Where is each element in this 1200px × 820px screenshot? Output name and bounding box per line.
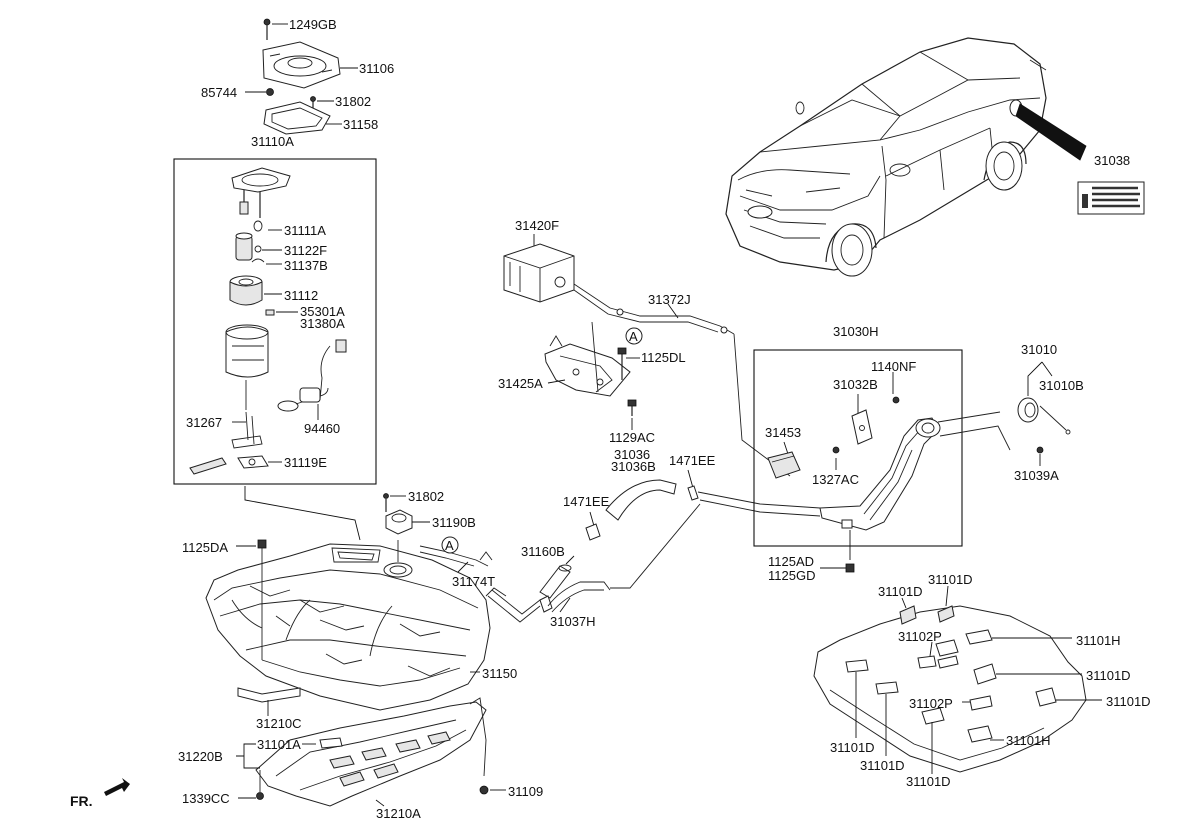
reference-a-circle-top xyxy=(625,327,643,345)
filler-neck-parts xyxy=(767,396,1011,531)
label-31109: 31109 xyxy=(508,784,543,799)
label-31101D-d: 31101D xyxy=(1106,694,1151,709)
fuel-label-sticker xyxy=(1077,181,1145,215)
label-31010: 31010 xyxy=(1021,342,1057,357)
label-1339CC: 1339CC xyxy=(182,791,230,806)
label-31112: 31112 xyxy=(284,288,318,303)
label-31038: 31038 xyxy=(1094,153,1130,168)
label-31102P-b: 31102P xyxy=(909,696,953,711)
front-arrow-icon xyxy=(104,778,130,796)
label-31101D-b: 31101D xyxy=(928,572,973,587)
label-31036: 31036 xyxy=(614,447,650,462)
label-1125AD: 1125AD xyxy=(768,554,814,569)
label-31101D-f: 31101D xyxy=(860,758,905,773)
label-31122F: 31122F xyxy=(284,243,327,258)
label-31111A: 31111A xyxy=(284,223,326,238)
label-1129AC: 1129AC xyxy=(609,430,655,445)
label-31210A: 31210A xyxy=(376,806,421,820)
label-31137B: 31137B xyxy=(284,258,328,273)
car-illustration xyxy=(725,37,1087,277)
label-31119E: 31119E xyxy=(284,455,327,470)
label-31010B: 31010B xyxy=(1039,378,1084,393)
label-31101H-a: 31101H xyxy=(1076,633,1121,648)
label-1249GB: 1249GB xyxy=(289,17,337,32)
label-31032B: 31032B xyxy=(833,377,878,392)
label-31420F: 31420F xyxy=(515,218,559,233)
label-31101D-g: 31101D xyxy=(906,774,951,789)
reference-a-circle-tank xyxy=(441,536,459,554)
fuel-tank-group xyxy=(205,493,507,711)
label-85744: 85744 xyxy=(201,85,237,100)
label-31372J: 31372J xyxy=(648,292,691,307)
label-31101D-c: 31101D xyxy=(1086,668,1131,683)
label-35301A: 35301A xyxy=(300,304,345,319)
label-1125DL: 1125DL xyxy=(641,350,686,365)
label-31101H-b: 31101H xyxy=(1006,733,1051,748)
pump-cover-group xyxy=(262,18,341,135)
label-31039A: 31039A xyxy=(1014,468,1059,483)
reference-a-tank: A xyxy=(445,538,454,553)
filler-neck-box xyxy=(753,349,963,547)
canister-group xyxy=(503,243,791,477)
pump-module-box xyxy=(173,158,377,485)
label-31102P-a: 31102P xyxy=(898,629,942,644)
label-94460: 94460 xyxy=(304,421,340,436)
label-1471EE-left: 1471EE xyxy=(563,494,610,509)
straps-and-protectors xyxy=(237,687,489,807)
label-1471EE-right: 1471EE xyxy=(669,453,716,468)
label-31453: 31453 xyxy=(765,425,801,440)
label-31267: 31267 xyxy=(186,415,222,430)
reference-a-top: A xyxy=(629,329,638,344)
label-31802-tank: 31802 xyxy=(408,489,444,504)
label-31150: 31150 xyxy=(482,666,517,681)
label-31174T: 31174T xyxy=(452,574,495,589)
underbody-protector-group xyxy=(813,605,1087,773)
label-31101A: 31101A xyxy=(257,737,301,752)
label-31190B: 31190B xyxy=(432,515,476,530)
label-31110A: 31110A xyxy=(251,134,294,149)
label-1140NF: 1140NF xyxy=(871,359,916,374)
label-31037H: 31037H xyxy=(550,614,596,629)
label-31802-top: 31802 xyxy=(335,94,371,109)
front-direction-label: FR. xyxy=(70,793,93,809)
label-31036B: 31036B xyxy=(611,459,656,474)
label-1125DA: 1125DA xyxy=(182,540,228,555)
bolt-1125AD xyxy=(845,563,855,573)
label-31158: 31158 xyxy=(343,117,378,132)
pump-module-parts xyxy=(189,167,347,475)
label-31380A: 31380A xyxy=(300,316,345,331)
label-31030H: 31030H xyxy=(833,324,879,339)
hoses-group xyxy=(487,479,821,623)
label-31220B: 31220B xyxy=(178,749,223,764)
label-31101D-a: 31101D xyxy=(878,584,923,599)
label-1125GD: 1125GD xyxy=(768,568,815,583)
label-31106: 31106 xyxy=(359,61,394,76)
fuel-cap-group xyxy=(1017,397,1071,454)
label-31425A: 31425A xyxy=(498,376,543,391)
label-31160B: 31160B xyxy=(521,544,565,559)
label-31210C: 31210C xyxy=(256,716,302,731)
label-1327AC: 1327AC xyxy=(812,472,859,487)
label-31101D-e: 31101D xyxy=(830,740,875,755)
